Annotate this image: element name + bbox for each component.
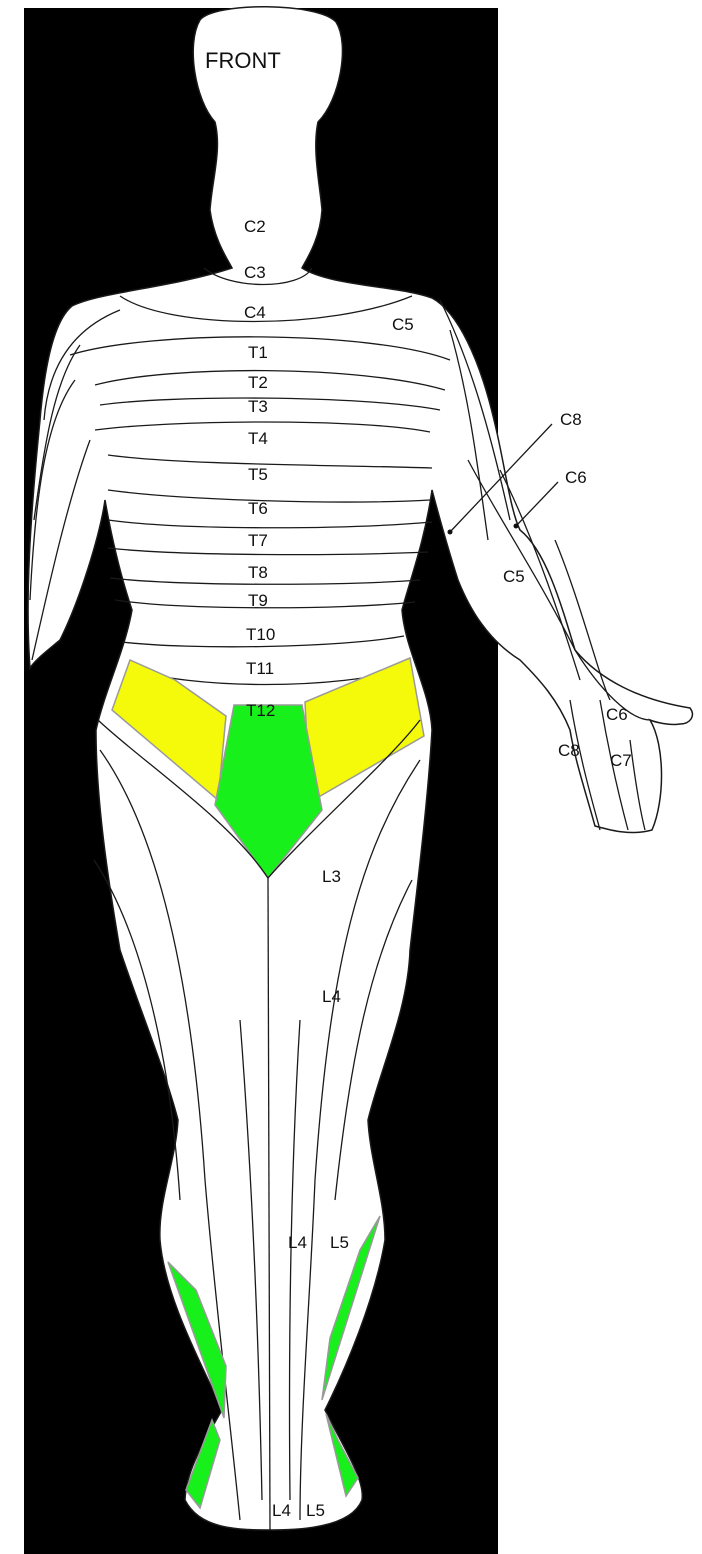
label-c3: C3 <box>244 263 266 282</box>
label-l4-thigh: L4 <box>322 987 341 1006</box>
label-t3: T3 <box>248 397 268 416</box>
label-c2: C2 <box>244 217 266 236</box>
label-t4: T4 <box>248 429 268 448</box>
label-l5-shin: L5 <box>330 1233 349 1252</box>
label-t7: T7 <box>248 531 268 550</box>
label-t10: T10 <box>246 625 275 644</box>
label-t12: T12 <box>246 701 275 720</box>
label-t1: T1 <box>248 343 268 362</box>
label-l3: L3 <box>322 867 341 886</box>
label-c6-pointer: C6 <box>565 468 587 487</box>
front-title: FRONT <box>205 48 281 73</box>
label-t11: T11 <box>246 659 274 678</box>
label-c5-forearm: C5 <box>503 567 525 586</box>
label-c4: C4 <box>244 303 266 322</box>
label-c5-shoulder: C5 <box>392 315 414 334</box>
label-t5: T5 <box>248 465 268 484</box>
label-t8: T8 <box>248 563 268 582</box>
label-t9: T9 <box>248 591 268 610</box>
label-l4-shin: L4 <box>288 1233 307 1252</box>
label-t6: T6 <box>248 499 268 518</box>
label-c7-hand: C7 <box>610 751 632 770</box>
label-l4-foot: L4 <box>272 1501 291 1520</box>
label-c8-pointer: C8 <box>560 410 582 429</box>
label-t2: T2 <box>248 373 268 392</box>
label-c8-hand: C8 <box>558 741 580 760</box>
label-c6-hand: C6 <box>606 705 628 724</box>
label-l5-foot: L5 <box>306 1501 325 1520</box>
